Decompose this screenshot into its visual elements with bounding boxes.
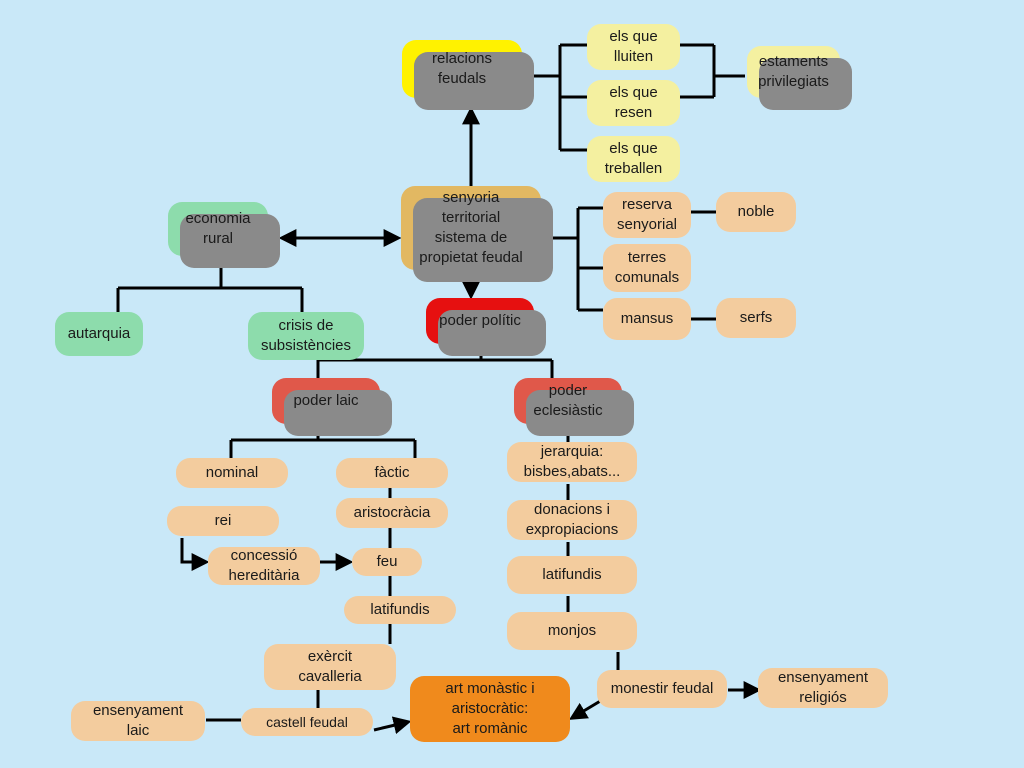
node-poder-eclesiastic: poder eclesiàstic [514, 378, 634, 436]
connector [678, 43, 745, 99]
node-poder-politic: poder polític [426, 298, 546, 356]
connector [691, 210, 716, 321]
node-donacions-expropiacions: donacions i expropiacions [507, 500, 637, 540]
node-aristocracia: aristocràcia [336, 498, 448, 528]
node-exercit-cavalleria: exèrcit cavalleria [264, 644, 396, 690]
node-art-romanic: art monàstic i aristocràtic: art romànic [410, 676, 570, 742]
connector [180, 538, 210, 571]
node-latifundis-eclesiastic: latifundis [507, 556, 637, 594]
node-concessio-hereditaria: concessió hereditària [208, 547, 320, 585]
node-ensenyament-laic: ensenyament laic [71, 701, 205, 741]
node-els-que-resen: els que resen [587, 80, 680, 126]
node-estaments-privilegiats: estaments privilegiats [747, 46, 852, 110]
node-serfs: serfs [716, 298, 796, 338]
node-latifundis-laic: latifundis [344, 596, 456, 624]
node-rei: rei [167, 506, 279, 536]
node-jerarquia: jerarquia: bisbes,abats... [507, 442, 637, 482]
node-senyoria-territorial: senyoria territorial sistema de propieta… [401, 186, 553, 282]
node-els-que-treballen: els que treballen [587, 136, 680, 182]
node-reserva-senyorial: reserva senyorial [603, 192, 691, 238]
node-poder-laic: poder laic [272, 378, 392, 436]
connector [552, 206, 603, 312]
node-monjos: monjos [507, 612, 637, 650]
connector [534, 43, 590, 152]
node-feu: feu [352, 548, 422, 576]
connector [568, 698, 603, 720]
node-relacions-feudals: relacions feudals [402, 40, 534, 110]
node-els-que-lluiten: els que lluiten [587, 24, 680, 70]
node-autarquia: autarquia [55, 312, 143, 356]
node-mansus: mansus [603, 298, 691, 340]
connector [373, 716, 412, 735]
connector [116, 262, 304, 312]
node-economia-rural: economia rural [168, 202, 280, 268]
node-ensenyament-religios: ensenyament religiós [758, 668, 888, 708]
node-terres-comunals: terres comunals [603, 244, 691, 292]
node-factic: fàctic [336, 458, 448, 488]
node-crisis-subsistencies: crisis de subsistències [248, 312, 364, 360]
node-castell-feudal: castell feudal [241, 708, 373, 736]
node-nominal: nominal [176, 458, 288, 488]
node-noble: noble [716, 192, 796, 232]
node-monestir-feudal: monestir feudal [597, 670, 727, 708]
